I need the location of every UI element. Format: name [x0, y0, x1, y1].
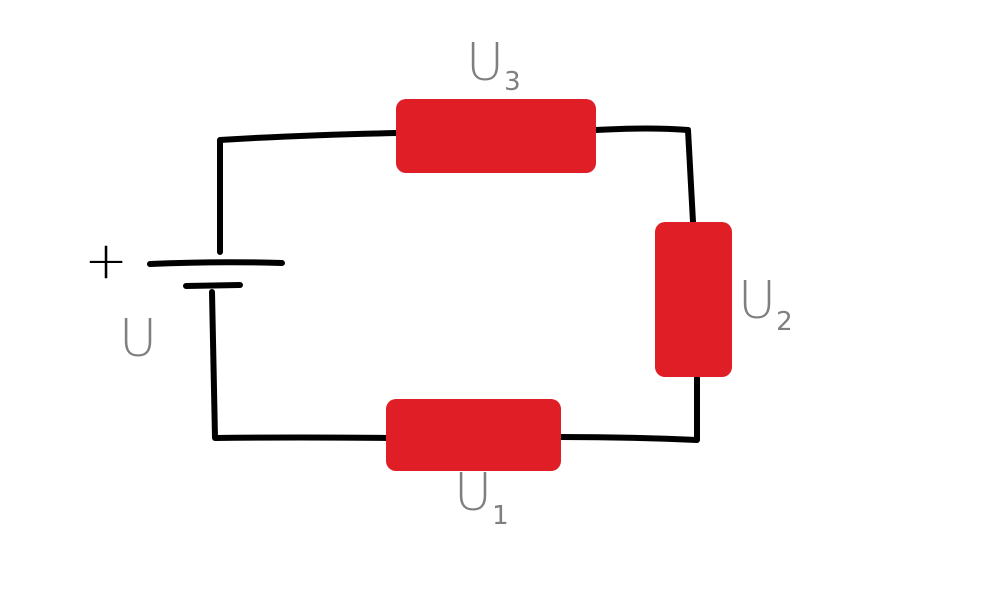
battery-label: U: [119, 309, 157, 369]
svg-text:U2: U2: [738, 271, 793, 337]
resistor-u3: U3: [396, 33, 596, 173]
svg-text:U1: U1: [454, 463, 509, 531]
wire-right-bottom: [557, 375, 700, 443]
resistor-u3-subscript: 3: [504, 67, 521, 97]
resistor-u1-body: [386, 399, 561, 471]
resistor-u2-subscript: 2: [776, 307, 793, 337]
wire-bottom-left: [209, 289, 391, 441]
battery-long-plate: [147, 259, 285, 267]
resistor-u1-label: U: [454, 463, 492, 523]
resistor-u1: U1: [386, 399, 561, 531]
resistor-u3-body: [396, 99, 596, 173]
battery-polarity: +: [84, 231, 128, 291]
wire-top-left: [217, 130, 401, 255]
battery: + U: [84, 231, 285, 369]
resistor-u1-subscript: 1: [492, 501, 509, 531]
svg-text:U3: U3: [466, 33, 521, 97]
battery-short-plate: [183, 282, 243, 289]
wire-top-right: [593, 125, 696, 225]
resistor-u3-label: U: [466, 33, 504, 93]
resistor-u2-body: [655, 222, 732, 377]
resistor-u2: U2: [655, 222, 793, 377]
resistor-u2-label: U: [738, 271, 776, 331]
wires: [209, 125, 700, 443]
